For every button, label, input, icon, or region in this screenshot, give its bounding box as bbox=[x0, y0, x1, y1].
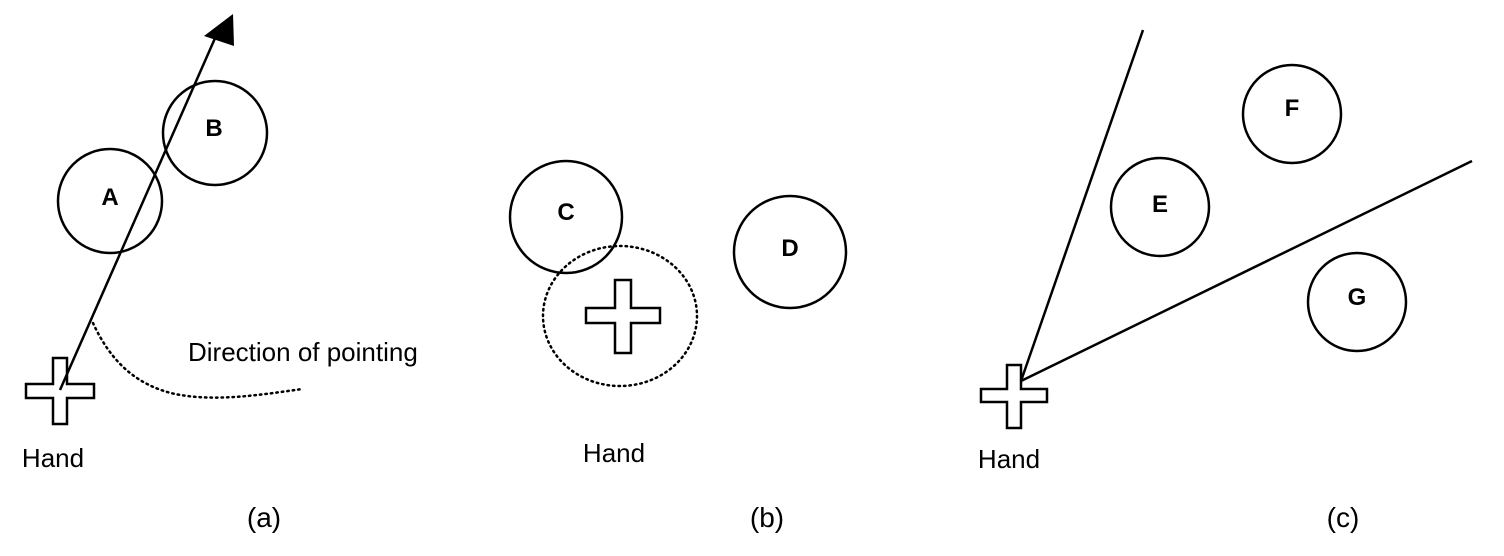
target-label-c: C bbox=[557, 199, 574, 226]
target-label-b: B bbox=[205, 115, 222, 142]
target-label-g: G bbox=[1348, 284, 1367, 311]
target-label-e: E bbox=[1152, 191, 1168, 218]
hand-label: Hand bbox=[583, 438, 645, 468]
hand-cross-icon bbox=[24, 356, 96, 426]
hand-label: Hand bbox=[978, 444, 1040, 474]
hand-cross-icon bbox=[979, 363, 1049, 430]
target-label-a: A bbox=[101, 184, 118, 211]
panel-b: C D Hand (b) bbox=[508, 159, 848, 533]
panel-a: A B Hand Direction of pointing (a) bbox=[22, 14, 418, 533]
caption-c: (c) bbox=[1327, 502, 1360, 533]
target-circle-g bbox=[1306, 251, 1408, 353]
target-circle-a bbox=[56, 147, 164, 255]
panel-c: E F G Hand (c) bbox=[978, 29, 1473, 533]
caption-b: (b) bbox=[750, 502, 784, 533]
arrowhead-icon bbox=[204, 14, 234, 46]
hand-cross-icon bbox=[584, 278, 662, 355]
target-circle-c bbox=[508, 159, 624, 275]
target-label-f: F bbox=[1285, 95, 1300, 122]
pointing-ray bbox=[58, 35, 218, 391]
target-circle-f bbox=[1241, 63, 1343, 165]
cone-edge-right bbox=[1020, 159, 1473, 383]
hand-label: Hand bbox=[22, 443, 84, 473]
target-label-d: D bbox=[781, 235, 798, 262]
annotation-leader bbox=[91, 321, 304, 399]
target-circle-d bbox=[732, 194, 848, 310]
annotation-direction-of-pointing: Direction of pointing bbox=[188, 337, 418, 367]
target-circle-b bbox=[161, 79, 269, 187]
caption-a: (a) bbox=[247, 502, 281, 533]
selection-area bbox=[541, 244, 699, 388]
target-circle-e bbox=[1109, 156, 1211, 258]
cone-edge-left bbox=[1019, 29, 1145, 382]
